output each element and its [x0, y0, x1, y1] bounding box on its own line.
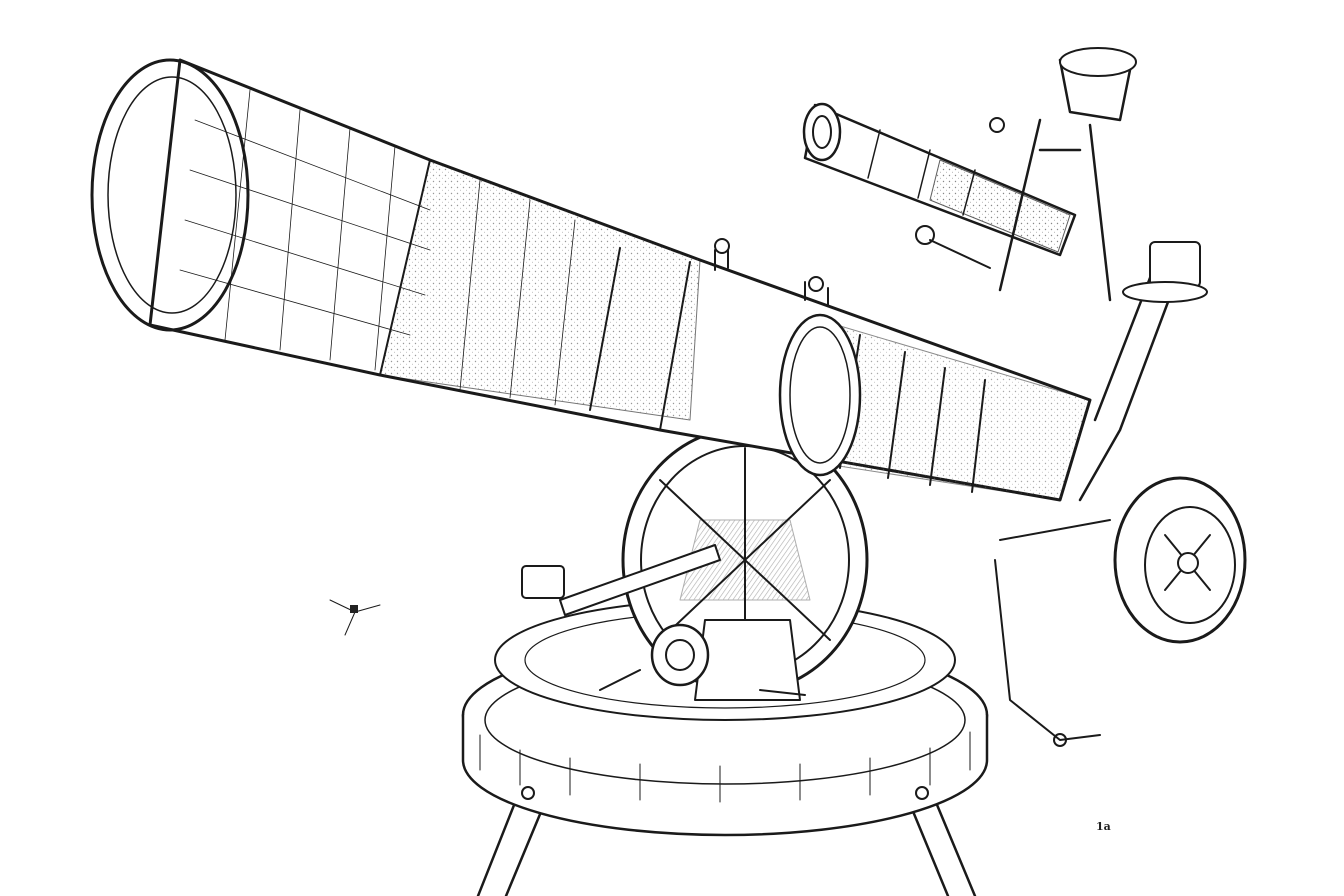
finder-scope — [802, 47, 1137, 302]
side-wheel — [994, 241, 1247, 747]
mount-fork — [521, 426, 869, 701]
corner-mark-text: 1a — [1096, 820, 1111, 833]
stray-mark — [329, 599, 381, 636]
main-tube — [90, 58, 1092, 502]
